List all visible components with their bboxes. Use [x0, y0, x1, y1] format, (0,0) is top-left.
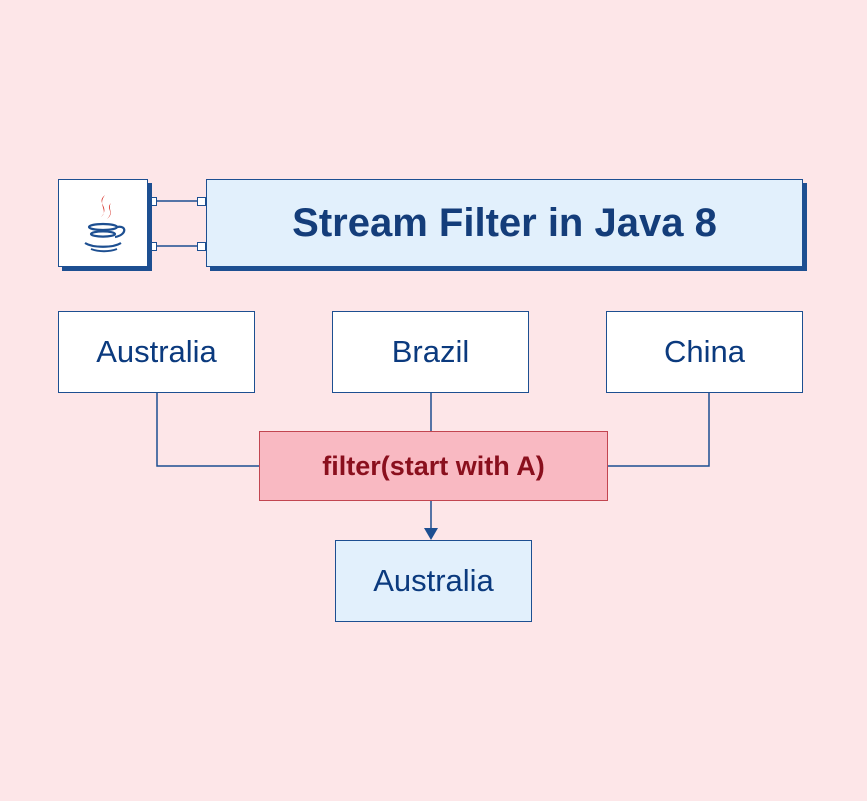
- title-text: Stream Filter in Java 8: [292, 200, 717, 245]
- connector-china-filter: [608, 393, 710, 467]
- connector-australia-filter: [156, 393, 259, 467]
- filter-node: filter(start with A): [259, 431, 608, 501]
- arrowhead: [424, 528, 438, 540]
- connector-nub: [148, 197, 157, 206]
- result-label: Australia: [373, 563, 494, 598]
- diagram-title: Stream Filter in Java 8: [206, 179, 803, 267]
- input-node-australia: Australia: [58, 311, 255, 393]
- input-label: China: [664, 334, 745, 369]
- java-logo-box: [58, 179, 148, 267]
- input-label: Australia: [96, 334, 217, 369]
- connector-nub: [148, 242, 157, 251]
- input-node-china: China: [606, 311, 803, 393]
- input-label: Brazil: [391, 334, 470, 369]
- input-node-brazil: Brazil: [332, 311, 529, 393]
- connector-nub: [197, 197, 206, 206]
- filter-label: filter(start with A): [322, 450, 545, 481]
- connector-nub: [197, 242, 206, 251]
- java-coffee-cup-icon: [84, 195, 126, 253]
- result-node: Australia: [335, 540, 532, 622]
